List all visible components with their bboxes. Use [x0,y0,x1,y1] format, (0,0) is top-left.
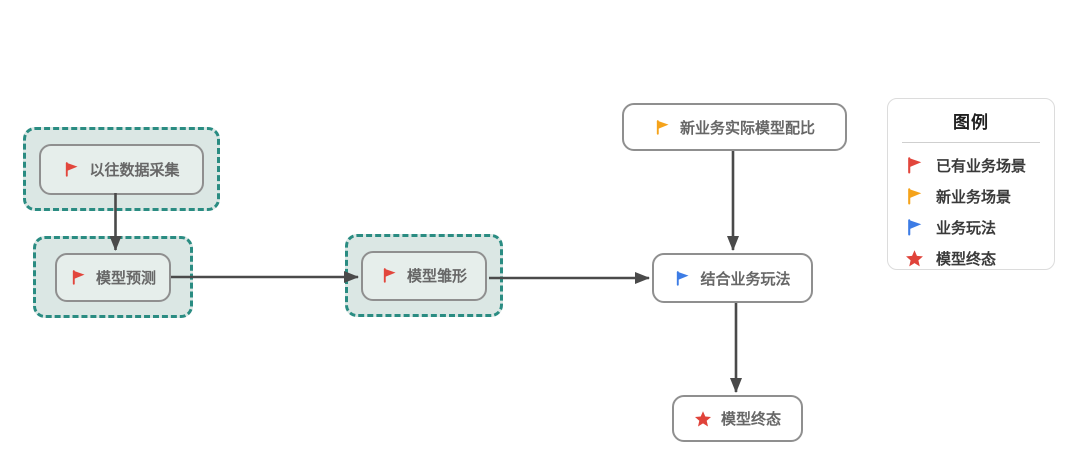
legend-item-model-final-state: 模型终态 [905,247,1040,269]
legend: 图例 已有业务场景 新业务场景 [887,98,1055,270]
legend-label: 已有业务场景 [936,157,1027,175]
red-flag-icon [72,269,85,285]
node-model-prototype[interactable]: 模型雏形 [361,250,487,301]
node-model-prediction[interactable]: 模型预测 [55,252,171,302]
legend-title: 图例 [953,113,989,132]
node-label: 模型预测 [95,269,156,287]
group-model-prediction: 模型预测 [33,236,193,318]
legend-label: 业务玩法 [936,219,997,237]
legend-divider [902,142,1040,143]
blue-flag-icon [677,270,690,286]
legend-body: 已有业务场景 新业务场景 业务玩法 模型终态 [888,143,1054,269]
legend-item-business-play: 业务玩法 [905,216,1040,238]
node-model-final-state[interactable]: 模型终态 [672,395,803,442]
yellow-flag-icon [656,119,669,135]
node-label: 模型终态 [720,411,781,428]
node-combine-business-play[interactable]: 结合业务玩法 [652,253,813,303]
node-label: 新业务实际模型配比 [679,119,815,137]
node-label: 模型雏形 [406,268,467,285]
node-past-data-collection[interactable]: 以往数据采集 [39,143,204,195]
node-label: 结合业务玩法 [700,270,791,288]
yellow-flag-icon [908,187,922,205]
red-flag-icon [383,268,396,283]
legend-label: 模型终态 [936,250,997,268]
legend-item-existing-business: 已有业务场景 [905,154,1040,176]
legend-label: 新业务场景 [936,188,1012,206]
red-star-icon [694,410,711,426]
group-model-prototype: 模型雏形 [345,234,503,317]
red-star-icon [906,249,923,266]
group-past-data-collection: 以往数据采集 [23,127,220,211]
node-new-business-model-ratio[interactable]: 新业务实际模型配比 [622,103,847,151]
legend-item-new-business: 新业务场景 [905,185,1040,207]
blue-flag-icon [908,218,922,236]
red-flag-icon [908,156,922,174]
red-flag-icon [66,161,79,177]
node-label: 以往数据采集 [89,161,180,179]
